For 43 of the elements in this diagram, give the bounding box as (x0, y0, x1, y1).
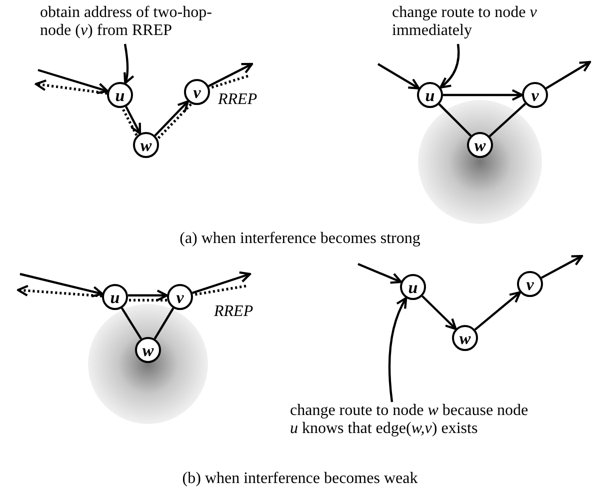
node-circle: v (522, 82, 548, 108)
arrow (208, 62, 254, 88)
link-line (488, 102, 526, 138)
annotation-text: change route to node w because node u knows that edge(w,v) exists (290, 402, 540, 438)
annotation-text: obtain address of two-hop-node (v) from RREP (40, 4, 240, 40)
dotted-line (192, 284, 246, 296)
arrow (422, 295, 457, 330)
node-circle: v (167, 284, 193, 310)
link-line (438, 103, 472, 137)
panel-caption: (b) when interference becomes weak (182, 470, 418, 488)
annotation-text: change route to node v immediately (392, 4, 582, 40)
message-label: RREP (214, 303, 254, 321)
node-circle: w (452, 325, 478, 351)
arrow (38, 68, 109, 94)
dotted-line (121, 108, 138, 136)
leader-line (122, 44, 134, 84)
arrow (377, 63, 420, 90)
link-line (154, 308, 174, 340)
panel-caption: (a) when interference becomes strong (180, 230, 420, 248)
node-circle: v (517, 271, 543, 297)
dotted-line (209, 74, 248, 90)
leader-line (439, 44, 460, 88)
node-circle: u (417, 82, 443, 108)
arrow (540, 254, 584, 279)
arrow (358, 262, 402, 284)
node-circle: u (102, 284, 128, 310)
arrow (192, 271, 252, 294)
link-line (120, 307, 142, 340)
arrow (128, 290, 168, 302)
dotted-arrow (34, 79, 108, 95)
node-circle: w (133, 132, 159, 158)
arrow (474, 291, 522, 331)
dotted-line (128, 298, 168, 302)
leader-line (388, 296, 408, 402)
arrow (20, 272, 104, 298)
node-circle: v (184, 79, 210, 105)
node-circle: u (107, 82, 133, 108)
arrow (443, 89, 524, 101)
message-label: RREP (218, 91, 258, 109)
arrow (546, 60, 592, 90)
node-circle: u (400, 274, 426, 300)
dotted-arrow (16, 284, 102, 298)
arrow (125, 106, 142, 135)
